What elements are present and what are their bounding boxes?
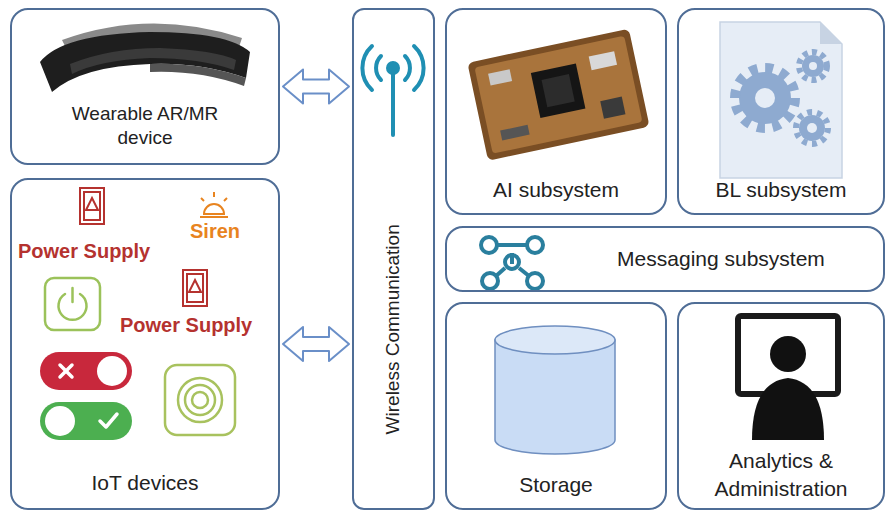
gears-document-icon-part (799, 115, 825, 141)
siren-icon-part (224, 198, 227, 201)
siren-icon-part (201, 198, 204, 201)
power-supply-icon-part (183, 270, 207, 306)
power-button-icon-part (71, 288, 74, 302)
device-label-holder: Power Supply (18, 240, 150, 263)
camera-sensor-icon-part (192, 392, 208, 408)
toggle-on-icon-part (40, 402, 132, 440)
toggle-on-icon-part (100, 414, 117, 427)
power-supply-icon-part (86, 198, 98, 210)
gears-document-icon-part (735, 68, 795, 128)
gears-document-icon-part (809, 62, 817, 70)
subsystem-box: Analytics & Administration (677, 302, 885, 510)
gears-document-icon-part (807, 123, 817, 133)
device-label-holder: Siren (190, 220, 240, 243)
device-label: Power Supply (120, 314, 252, 336)
board-illustration-part (589, 51, 617, 70)
power-button-icon (45, 278, 100, 330)
messaging-icon-part (505, 255, 519, 269)
camera-sensor-icon (165, 365, 235, 435)
gears-document-icon-part (802, 55, 824, 77)
communication-band: Wireless Communication (352, 8, 435, 510)
subsystem-box: Wearable AR/MR device (10, 8, 280, 165)
device-label: Power Supply (18, 240, 150, 262)
toggle-off-icon-part (40, 352, 132, 390)
siren-icon (200, 192, 228, 217)
board-illustration (467, 29, 649, 161)
antenna-icon-part (405, 56, 410, 80)
camera-sensor-icon-part (165, 365, 235, 435)
box-label: AI subsystem (493, 176, 619, 203)
siren-icon-part (200, 216, 228, 218)
toggle-on-icon-part (45, 406, 75, 436)
toggle-off-icon-part (97, 356, 127, 386)
toggle-on-icon (40, 402, 132, 440)
subsystem-box: Messaging subsystem (445, 226, 885, 292)
gears-document-icon (720, 22, 842, 178)
toggle-off-icon-part (60, 365, 72, 377)
box-label: Messaging subsystem (617, 245, 825, 272)
siren-icon-part (213, 192, 215, 197)
messaging-icon-part (482, 273, 498, 289)
antenna-icon (362, 46, 423, 135)
camera-sensor-icon-part (178, 378, 222, 422)
toggle-off-icon (40, 352, 132, 390)
gears-document-icon-part (799, 52, 827, 80)
power-supply-icon (183, 270, 207, 306)
messaging-icon (481, 237, 543, 289)
antenna-icon-part (391, 74, 395, 135)
gears-document-icon-part (820, 22, 842, 44)
headset-illustration-part (40, 32, 250, 92)
antenna-icon-part (414, 46, 424, 90)
headset-illustration (40, 23, 250, 92)
device-label: Siren (190, 220, 240, 242)
box-label: Storage (519, 471, 593, 498)
administrator-icon (738, 316, 838, 440)
antenna-icon-part (386, 61, 400, 75)
board-illustration-part (488, 69, 512, 85)
board-illustration-part (531, 63, 586, 118)
board-illustration-part (600, 97, 625, 119)
power-supply-icon-part (84, 192, 100, 220)
messaging-icon-part (496, 243, 527, 247)
messaging-icon-part (527, 273, 543, 289)
subsystem-box: AI subsystem (445, 8, 667, 215)
box-label: BL subsystem (715, 176, 846, 203)
board-illustration-part (467, 29, 649, 161)
box-label: IoT devices (92, 469, 199, 496)
toggle-off-icon-part (60, 365, 72, 377)
double-arrow (283, 70, 349, 104)
camera-sensor-icon-part (185, 385, 215, 415)
storage-cylinder-part (495, 326, 615, 354)
antenna-icon-part (362, 46, 372, 90)
box-label: Analytics & Administration (685, 447, 877, 502)
power-button-icon-part (45, 278, 100, 330)
messaging-icon-part (481, 237, 497, 253)
gears-document-icon-part (796, 112, 828, 144)
subsystem-box: BL subsystem (677, 8, 885, 215)
board-illustration-part (474, 36, 642, 154)
power-supply-icon (80, 188, 104, 224)
board-illustration-part (500, 125, 529, 141)
band-label: Wireless Communication (381, 224, 406, 434)
administrator-icon-part (752, 378, 824, 440)
power-supply-icon-part (187, 274, 203, 302)
storage-cylinder (495, 326, 615, 454)
double-arrow (283, 327, 349, 361)
administrator-icon-part (770, 336, 806, 372)
storage-cylinder-part (495, 340, 615, 454)
box-label: Wearable AR/MR device (70, 102, 220, 151)
antenna-icon-part (376, 56, 381, 80)
device-label-holder: Power Supply (120, 314, 252, 337)
messaging-icon-part (527, 237, 543, 253)
headset-illustration-part (150, 64, 246, 86)
power-supply-icon-part (80, 188, 104, 224)
power-supply-icon-part (189, 280, 201, 292)
subsystem-box: Storage (445, 302, 667, 510)
board-illustration-part (542, 74, 575, 107)
gears-document-icon-part (755, 88, 775, 108)
siren-icon-part (204, 204, 224, 214)
gears-document-icon-part (720, 22, 842, 178)
